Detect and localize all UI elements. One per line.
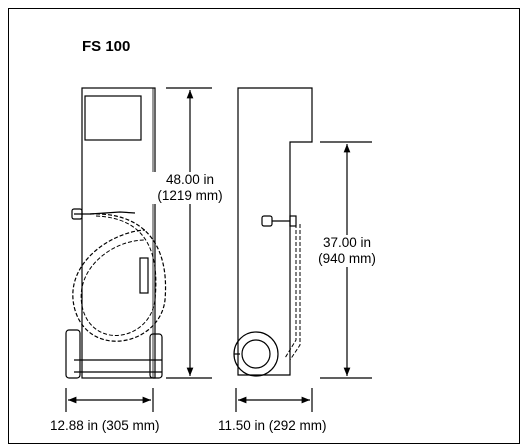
front-hose-coupler xyxy=(71,208,83,220)
front-width-label: 12.88 in (305 mm) xyxy=(50,418,160,433)
model-title: FS 100 xyxy=(82,38,131,55)
side-wheel xyxy=(233,331,279,377)
side-height-label: 37.00 in (940 mm) xyxy=(308,235,386,267)
side-hose-line xyxy=(284,224,297,359)
front-height-label: 48.00 in (1219 mm) xyxy=(150,172,230,204)
front-left-wheel xyxy=(65,329,81,379)
dimension-lines xyxy=(65,87,372,412)
front-height-inches: 48.00 in xyxy=(165,172,215,187)
side-height-inches: 37.00 in xyxy=(322,235,372,250)
front-body xyxy=(81,87,156,379)
front-valve xyxy=(139,257,149,294)
diagram-frame xyxy=(8,8,520,444)
front-right-wheel xyxy=(149,333,163,379)
side-height-mm: (940 mm) xyxy=(318,251,376,266)
side-body xyxy=(237,87,313,376)
side-view xyxy=(233,87,313,377)
side-depth-label: 11.50 in (292 mm) xyxy=(218,418,327,433)
front-view xyxy=(65,87,167,379)
front-height-mm: (1219 mm) xyxy=(157,188,223,203)
side-hose-coupler xyxy=(261,215,273,227)
front-hose-coil xyxy=(72,213,167,342)
front-display-window xyxy=(84,95,142,141)
